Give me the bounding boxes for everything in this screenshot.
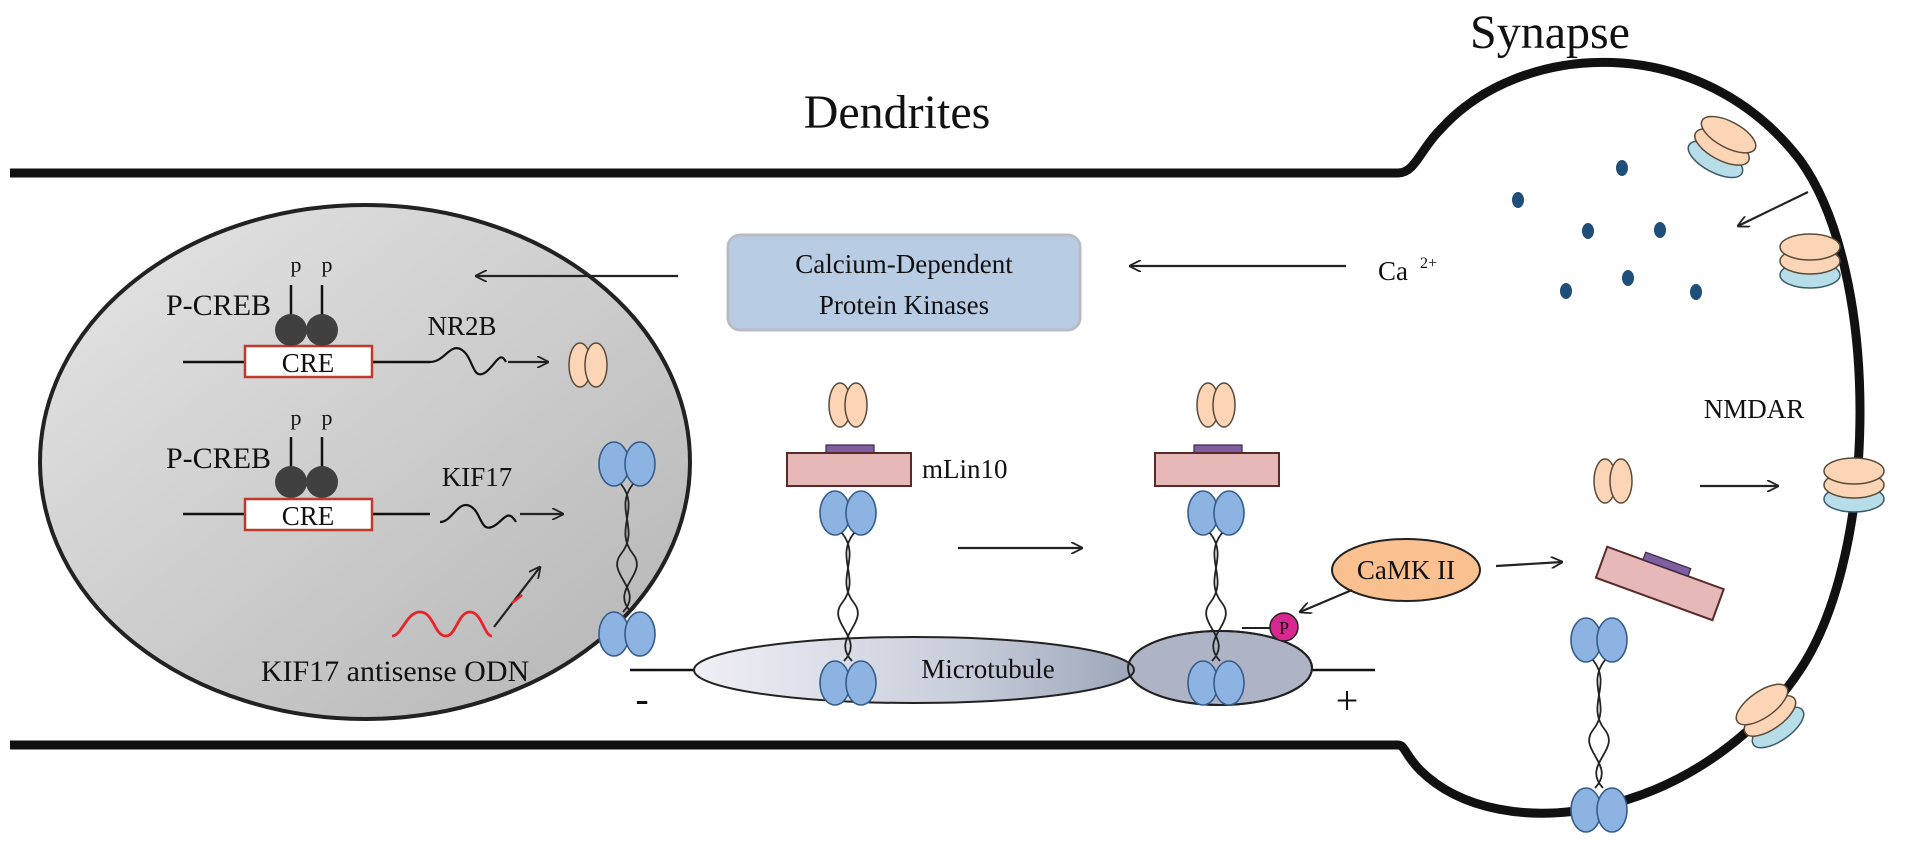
mlin10-band bbox=[1642, 551, 1692, 577]
dendrite-membrane bbox=[10, 57, 1865, 818]
mlin10-block bbox=[1154, 452, 1280, 487]
kif17-motor-icon bbox=[819, 490, 877, 706]
synapse-label: Synapse bbox=[1470, 6, 1630, 59]
kif17-gene: CRE p p P-CREB KIF17 bbox=[166, 405, 656, 657]
nmdar-channel-icon bbox=[1779, 233, 1841, 289]
camk-ii: CaMK II bbox=[1331, 538, 1481, 602]
calcium-charge: 2+ bbox=[1420, 255, 1437, 272]
blocked-arrow bbox=[493, 567, 540, 628]
calcium-influx-arrow bbox=[1738, 191, 1809, 226]
nmdar-channel-icon bbox=[1823, 457, 1885, 513]
pcreb-top-label: P-CREB bbox=[166, 289, 271, 322]
nmdar-label: NMDAR bbox=[1704, 394, 1805, 424]
phosphate-circle bbox=[275, 466, 307, 498]
p-label: p bbox=[322, 252, 333, 277]
phosphate-circle bbox=[306, 466, 338, 498]
pcreb-bottom-label: P-CREB bbox=[166, 442, 271, 475]
nr2b-subunit-icon bbox=[1593, 458, 1633, 504]
nr2b-subunit-icon bbox=[1196, 382, 1236, 428]
kif17-cargo-complex: P bbox=[1154, 382, 1299, 706]
kinase-line2: Protein Kinases bbox=[819, 290, 989, 320]
calcium-label: Ca bbox=[1378, 256, 1408, 286]
phospho-label: P bbox=[1279, 618, 1289, 638]
antisense-wave bbox=[391, 610, 493, 638]
kif17-motor-icon bbox=[1187, 490, 1245, 706]
nmdar-channel-icon bbox=[1729, 675, 1811, 757]
p-label: p bbox=[291, 252, 302, 277]
kif17-cargo-complex bbox=[786, 382, 912, 706]
antisense-label: KIF17 antisense ODN bbox=[261, 655, 529, 688]
microtubule-label: Microtubule bbox=[921, 654, 1054, 684]
minus-end-label: - bbox=[635, 676, 648, 721]
kif17-mrna bbox=[439, 503, 517, 529]
mlin10-label: mLin10 bbox=[922, 454, 1008, 484]
microtubule: Microtubule bbox=[630, 630, 1375, 706]
cre-top-label: CRE bbox=[282, 348, 335, 378]
kinase-line1: Calcium-Dependent bbox=[795, 249, 1013, 279]
phosphate-circle bbox=[275, 314, 307, 346]
p-label: p bbox=[291, 405, 302, 430]
mlin10-block bbox=[786, 452, 912, 487]
nr2b-mrna bbox=[429, 347, 507, 376]
calcium-ions bbox=[1512, 160, 1702, 300]
kif17-label: KIF17 bbox=[442, 462, 513, 492]
kinase-box: Calcium-Dependent Protein Kinases bbox=[726, 233, 1082, 332]
camk-label: CaMK II bbox=[1357, 555, 1455, 585]
phospho-circle bbox=[1269, 612, 1299, 642]
released-cargo bbox=[1570, 458, 1726, 833]
mlin10-band bbox=[1193, 444, 1243, 454]
block-mark bbox=[511, 594, 523, 604]
phosphate-circle bbox=[306, 314, 338, 346]
mlin10-band bbox=[825, 444, 875, 454]
nr2b-subunit-icon bbox=[568, 342, 608, 388]
nr2b-subunit-icon bbox=[828, 382, 868, 428]
nmdar-channel-icon bbox=[1682, 108, 1762, 186]
nucleus bbox=[38, 203, 692, 721]
camk-phosphorylation-arrow bbox=[1300, 588, 1353, 612]
antisense-odn: KIF17 antisense ODN bbox=[261, 567, 540, 688]
nr2b-label: NR2B bbox=[427, 311, 496, 341]
kif17-motor-icon bbox=[1570, 617, 1628, 833]
cre-bottom-label: CRE bbox=[282, 501, 335, 531]
dendrites-label: Dendrites bbox=[804, 86, 991, 139]
camk-release-arrow bbox=[1495, 562, 1562, 566]
nr2b-gene: CRE p p P-CREB NR2B bbox=[166, 252, 608, 388]
plus-end-label: + bbox=[1336, 678, 1359, 723]
p-label: p bbox=[322, 405, 333, 430]
